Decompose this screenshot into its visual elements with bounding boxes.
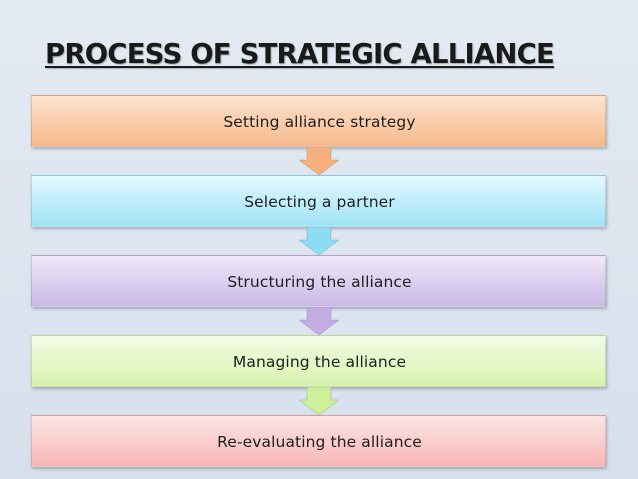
process-step: Managing the alliance (31, 335, 606, 387)
process-step: Re-evaluating the alliance (31, 415, 606, 467)
down-arrow-icon (299, 227, 339, 255)
process-step-label: Re-evaluating the alliance (217, 433, 422, 451)
process-step: Setting alliance strategy (31, 95, 606, 147)
down-arrow-icon (299, 147, 339, 175)
process-step: Selecting a partner (31, 175, 606, 227)
process-step-label: Managing the alliance (232, 353, 407, 371)
process-step: Structuring the alliance (31, 255, 606, 307)
down-arrow-icon (299, 387, 339, 415)
page-title: PROCESS OF STRATEGIC ALLIANCE (45, 38, 555, 70)
down-arrow-icon (299, 307, 339, 335)
process-step-label: Structuring the alliance (227, 273, 412, 291)
process-step-label: Selecting a partner (244, 193, 395, 211)
process-step-label: Setting alliance strategy (223, 113, 416, 131)
